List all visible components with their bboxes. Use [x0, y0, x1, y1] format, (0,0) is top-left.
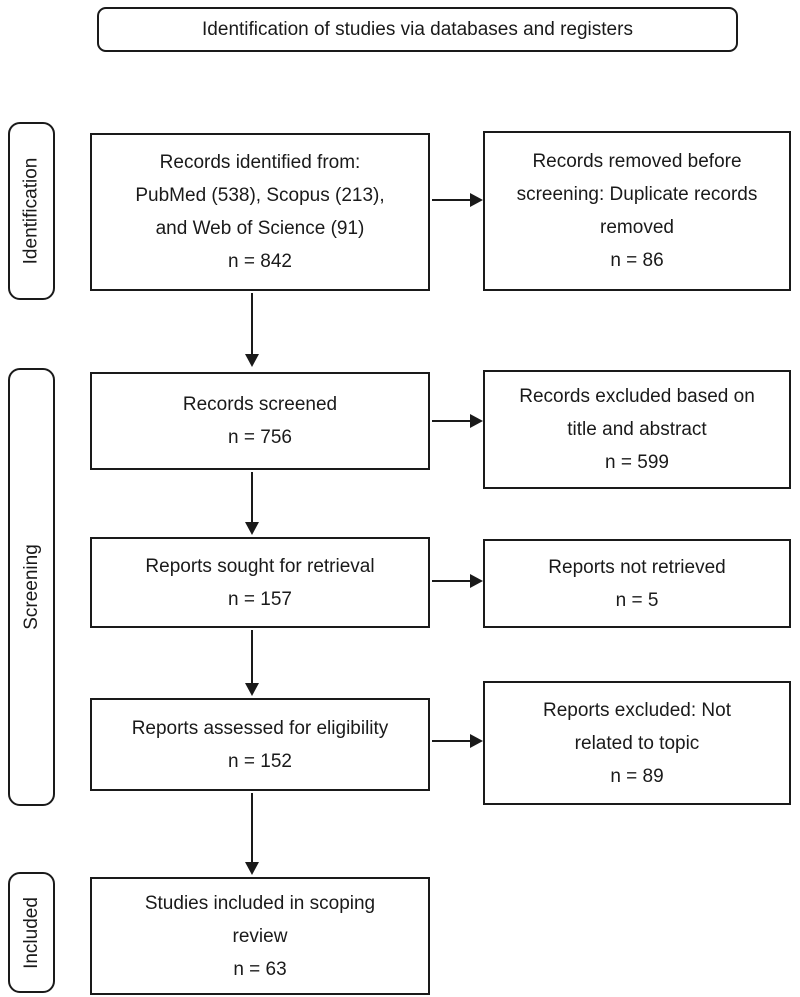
arrow-head-right-icon [470, 734, 483, 748]
node-reports-sought: Reports sought for retrieval n = 157 [90, 537, 430, 628]
stage-screening-label: Screening [20, 544, 42, 630]
arrow-shaft [251, 793, 253, 863]
arrow-shaft [251, 472, 253, 523]
node-reports-assessed: Reports assessed for eligibility n = 152 [90, 698, 430, 791]
arrow-shaft [432, 580, 471, 582]
stage-included: Included [8, 872, 55, 993]
node-reports-not-retrieved: Reports not retrieved n = 5 [483, 539, 791, 628]
diagram-title: Identification of studies via databases … [202, 18, 633, 40]
arrow-head-down-icon [245, 862, 259, 875]
arrow-head-right-icon [470, 414, 483, 428]
node-reports-sought-text: Reports sought for retrieval n = 157 [145, 555, 375, 610]
stage-identification: Identification [8, 122, 55, 300]
stage-identification-label: Identification [20, 157, 42, 265]
node-records-removed: Records removed before screening: Duplic… [483, 131, 791, 291]
node-reports-excluded: Reports excluded: Not related to topic n… [483, 681, 791, 805]
node-records-screened: Records screened n = 756 [90, 372, 430, 470]
arrow-shaft [251, 630, 253, 684]
node-records-identified: Records identified from: PubMed (538), S… [90, 133, 430, 291]
node-records-identified-text: Records identified from: PubMed (538), S… [135, 152, 385, 272]
arrow-head-right-icon [470, 574, 483, 588]
arrow-head-right-icon [470, 193, 483, 207]
node-reports-not-retrieved-text: Reports not retrieved n = 5 [548, 556, 726, 611]
node-reports-excluded-text: Reports excluded: Not related to topic n… [543, 699, 731, 787]
node-reports-assessed-text: Reports assessed for eligibility n = 152 [131, 717, 389, 772]
arrow-head-down-icon [245, 522, 259, 535]
arrow-head-down-icon [245, 683, 259, 696]
node-records-screened-text: Records screened n = 756 [182, 394, 338, 448]
node-studies-included: Studies included in scoping review n = 6… [90, 877, 430, 995]
node-records-excluded: Records excluded based on title and abst… [483, 370, 791, 489]
stage-included-label: Included [20, 896, 42, 969]
stage-screening: Screening [8, 368, 55, 806]
node-records-excluded-text: Records excluded based on title and abst… [519, 386, 755, 473]
node-records-removed-text: Records removed before screening: Duplic… [516, 151, 758, 271]
arrow-head-down-icon [245, 354, 259, 367]
arrow-shaft [432, 420, 471, 422]
node-studies-included-text: Studies included in scoping review n = 6… [144, 892, 376, 980]
arrow-shaft [432, 199, 471, 201]
diagram-title-box: Identification of studies via databases … [97, 7, 738, 52]
arrow-shaft [251, 293, 253, 355]
arrow-shaft [432, 740, 471, 742]
